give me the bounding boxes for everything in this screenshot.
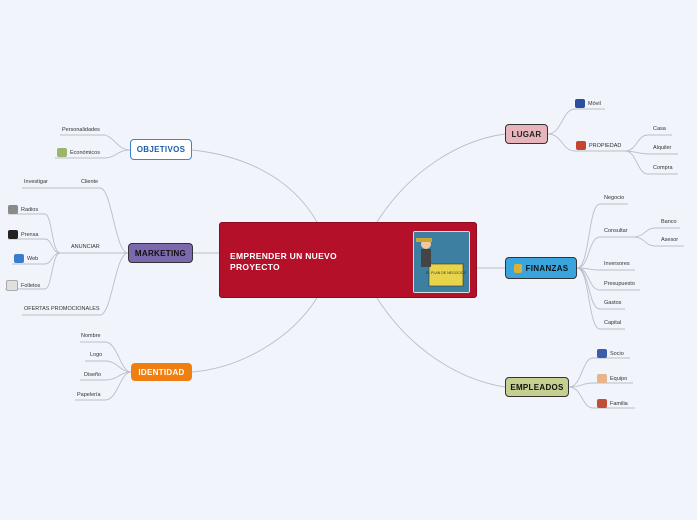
branch-objetivos[interactable]: OBJETIVOS: [130, 139, 192, 160]
leaf-label: Móvil: [588, 100, 601, 107]
marketing-label: MARKETING: [134, 248, 187, 258]
leaf-alquiler[interactable]: Alquiler: [653, 145, 671, 151]
leaf-negocio[interactable]: Negocio: [604, 195, 624, 201]
car-icon: [575, 99, 585, 108]
leaf-label: Capital: [604, 320, 622, 326]
leaf-label: Consultar: [604, 228, 628, 234]
leaf-logo[interactable]: Logo: [90, 352, 102, 358]
leaf-folletos[interactable]: Folletos: [6, 280, 40, 291]
leaf-label: Folletos: [21, 282, 41, 289]
paper-icon: [6, 280, 18, 291]
leaf-familia[interactable]: Familia: [597, 399, 628, 408]
leaf-label: Cliente: [81, 179, 99, 185]
leaf-capital[interactable]: Capital: [604, 320, 621, 326]
leaf-banco[interactable]: Banco: [661, 219, 677, 225]
leaf-consultar[interactable]: Consultar: [604, 228, 628, 234]
leaf-label: Inversores: [604, 261, 630, 267]
computer-icon: [14, 254, 24, 263]
leaf-socio[interactable]: Socio: [597, 349, 624, 358]
leaf-gastos[interactable]: Gastos: [604, 300, 621, 306]
leaf-label: Prensa: [21, 231, 39, 238]
leaf-web[interactable]: Web: [14, 254, 38, 263]
leaf-personalidades[interactable]: Personalidades: [62, 127, 100, 133]
image-caption: EL PLAN DE NEGOCIOS: [426, 271, 467, 275]
leaf-nombre[interactable]: Nombre: [81, 333, 101, 339]
speaker-icon: [8, 205, 18, 214]
leaf-radios[interactable]: Radios: [8, 205, 38, 214]
leaf-investigar[interactable]: Investigar: [24, 179, 48, 185]
leaf-label: Diseño: [84, 372, 102, 378]
branch-lugar[interactable]: LUGAR: [505, 124, 548, 144]
leaf-label: Casa: [653, 126, 666, 132]
leaf-economicos[interactable]: Económicos: [57, 148, 100, 157]
leaf-anunciar[interactable]: ANUNCIAR: [71, 244, 100, 250]
leaf-label: Alquiler: [653, 145, 672, 151]
person-icon: [597, 349, 607, 358]
business-plan-image: EL PLAN DE NEGOCIOS: [413, 231, 470, 293]
leaf-label: ANUNCIAR: [71, 244, 100, 250]
leaf-label: Compra: [653, 165, 673, 171]
leaf-ofertas[interactable]: OFERTAS PROMOCIONALES: [24, 306, 100, 312]
house-icon: [576, 141, 586, 150]
leaf-asesor[interactable]: Asesor: [661, 237, 678, 243]
leaf-label: PROPIEDAD: [589, 142, 622, 149]
family-icon: [597, 399, 607, 408]
money-bag-icon: [513, 263, 522, 273]
leaf-inversores[interactable]: Inversores: [604, 261, 630, 267]
economics-icon: [57, 148, 67, 157]
central-topic[interactable]: EMPRENDER UN NUEVO PROYECTO EL PLAN DE N…: [219, 222, 477, 298]
leaf-label: Investigar: [24, 179, 48, 185]
identidad-label: IDENTIDAD: [138, 367, 185, 377]
leaf-cliente[interactable]: Cliente: [81, 179, 98, 185]
leaf-label: Familia: [610, 400, 628, 407]
leaf-label: Presupuesto: [604, 281, 635, 287]
leaf-label: Asesor: [661, 237, 679, 243]
objetivos-label: OBJETIVOS: [136, 145, 186, 154]
leaf-label: Radios: [21, 206, 39, 213]
leaf-label: Negocio: [604, 195, 625, 201]
leaf-label: Logo: [90, 352, 103, 358]
leaf-prensa[interactable]: Prensa: [8, 230, 38, 239]
leaf-label: Banco: [661, 219, 677, 225]
leaf-propiedad[interactable]: PROPIEDAD: [576, 141, 621, 150]
camera-icon: [8, 230, 18, 239]
leaf-label: Nombre: [81, 333, 101, 339]
empleados-label: EMPLEADOS: [510, 382, 564, 392]
leaf-equipo[interactable]: Equipo: [597, 374, 627, 383]
branch-finanzas[interactable]: FINANZAS: [505, 257, 577, 279]
leaf-label: OFERTAS PROMOCIONALES: [24, 306, 100, 312]
branch-identidad[interactable]: IDENTIDAD: [131, 363, 192, 381]
leaf-label: Gastos: [604, 300, 622, 306]
leaf-papeleria[interactable]: Papelería: [77, 392, 101, 398]
leaf-presupuesto[interactable]: Presupuesto: [604, 281, 635, 287]
branch-marketing[interactable]: MARKETING: [128, 243, 193, 263]
leaf-label: Personalidades: [62, 127, 100, 133]
leaf-movil[interactable]: Móvil: [575, 99, 601, 108]
branch-empleados[interactable]: EMPLEADOS: [505, 377, 569, 397]
leaf-label: Equipo: [610, 375, 628, 382]
leaf-diseno[interactable]: Diseño: [84, 372, 101, 378]
leaf-label: Económicos: [70, 149, 100, 156]
leaf-label: Papelería: [77, 392, 101, 398]
leaf-label: Socio: [610, 350, 624, 357]
leaf-casa[interactable]: Casa: [653, 126, 666, 132]
lugar-label: LUGAR: [511, 129, 542, 139]
central-title: EMPRENDER UN NUEVO PROYECTO: [230, 251, 337, 272]
finanzas-label: FINANZAS: [525, 263, 569, 273]
leaf-label: Web: [27, 255, 39, 262]
leaf-compra[interactable]: Compra: [653, 165, 673, 171]
handshake-icon: [597, 374, 607, 383]
